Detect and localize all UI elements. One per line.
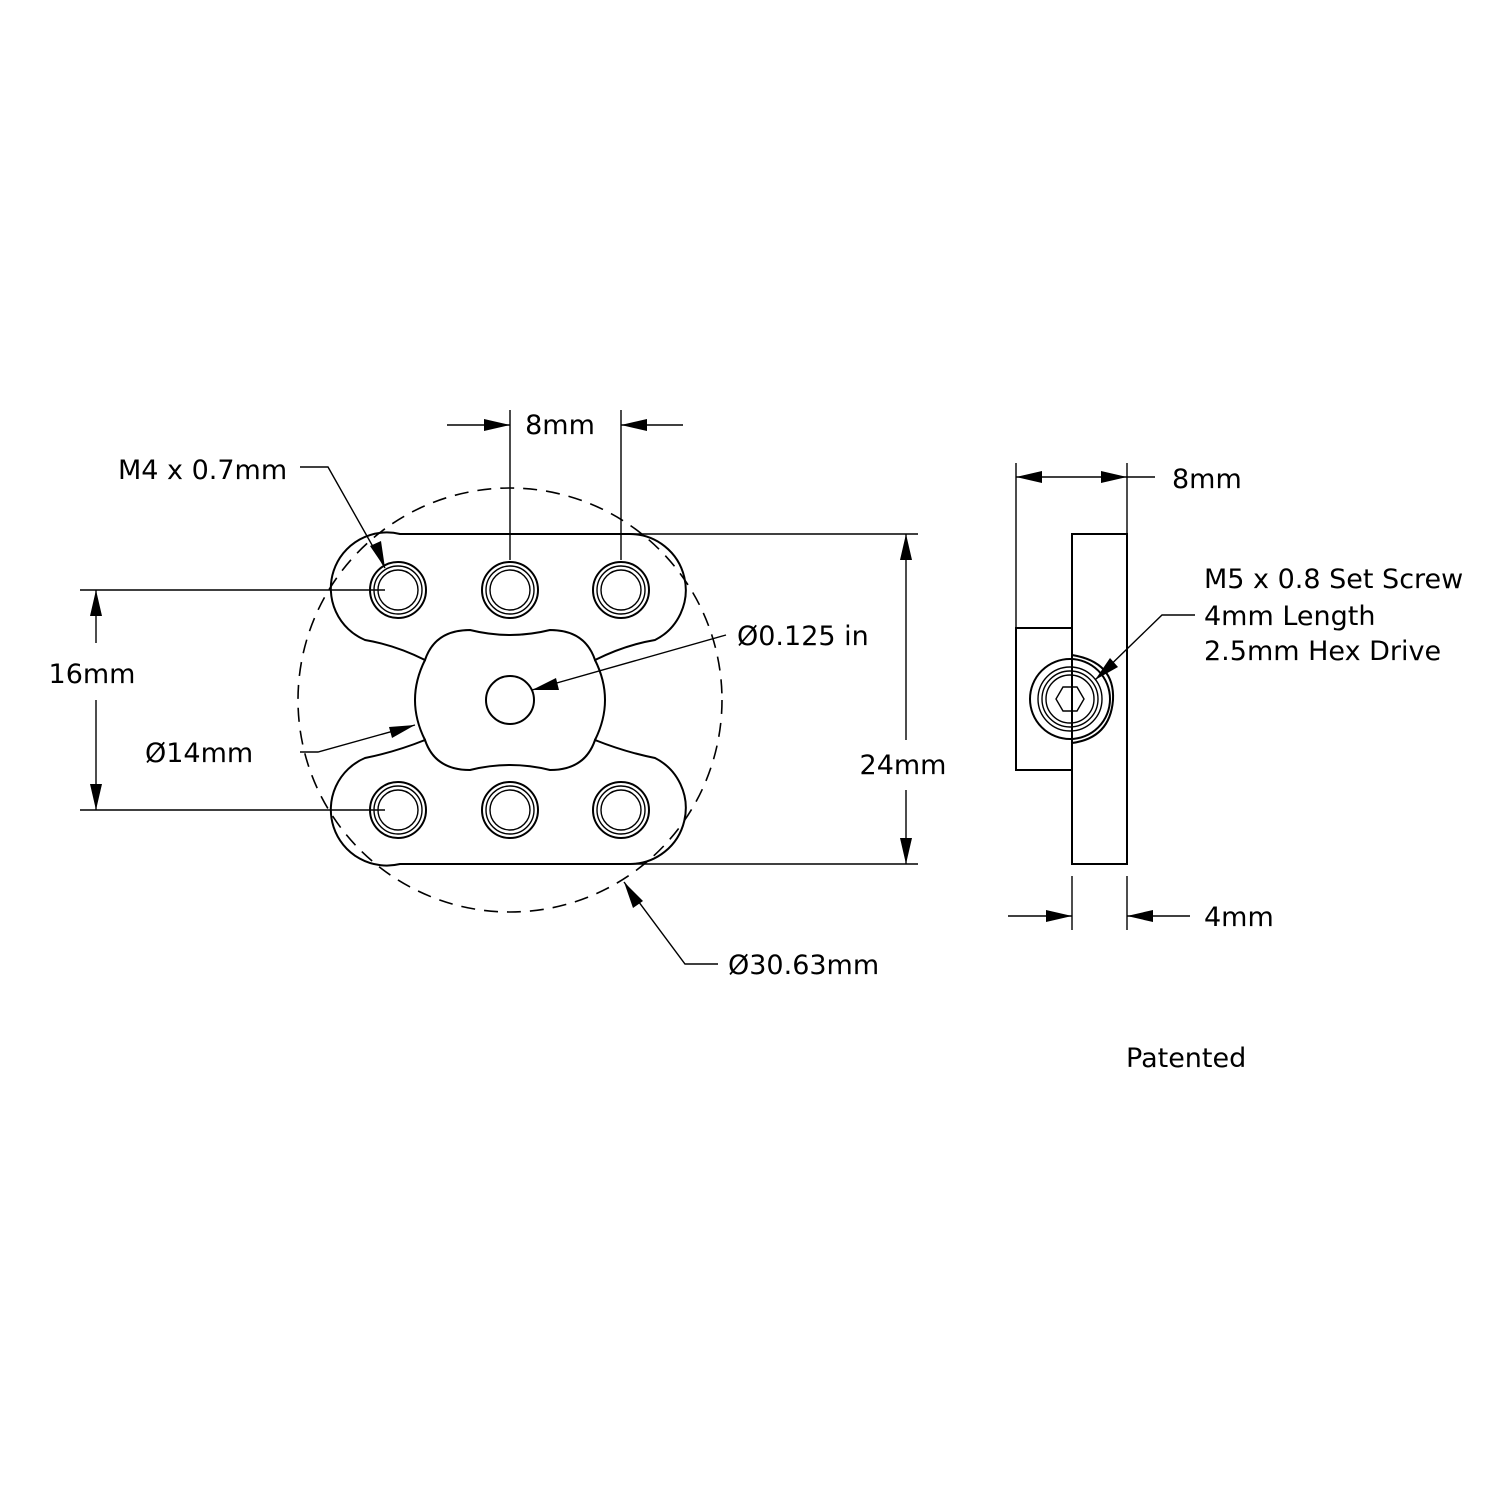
hub-diameter-label: Ø14mm: [145, 738, 253, 769]
set-screw-line-3: 2.5mm Hex Drive: [1204, 636, 1441, 667]
set-screw-callout: M5 x 0.8 Set Screw 4mm Length 2.5mm Hex …: [1094, 564, 1463, 681]
hole-spacing-label: 8mm: [525, 410, 595, 441]
threaded-hole: [592, 781, 650, 839]
outer-diameter-label: Ø30.63mm: [728, 950, 879, 981]
thread-callout: M4 x 0.7mm: [118, 455, 386, 569]
patent-note: Patented: [1126, 1043, 1246, 1074]
row-spacing-dimension: 16mm: [49, 589, 385, 811]
threaded-hole: [481, 781, 539, 839]
hub-diameter-callout: Ø14mm: [145, 724, 416, 769]
plate-outline-bottom: [329, 738, 687, 867]
center-hole-callout: Ø0.125 in: [531, 621, 869, 691]
plate-thickness-label: 4mm: [1204, 902, 1274, 933]
threaded-hole: [592, 561, 650, 619]
side-hub: [1015, 627, 1073, 771]
hole-spacing-dimension: 8mm: [447, 410, 683, 560]
overall-height-dimension: 24mm: [630, 533, 947, 865]
set-screw-line-1: M5 x 0.8 Set Screw: [1204, 564, 1463, 595]
center-hole-label: Ø0.125 in: [737, 621, 869, 652]
set-screw: [1029, 654, 1115, 744]
width-dimension: 8mm: [1015, 463, 1242, 628]
center-hole: [485, 675, 535, 725]
plate-outline-top: [329, 531, 687, 662]
thread-label: M4 x 0.7mm: [118, 455, 287, 486]
row-spacing-label: 16mm: [49, 659, 136, 690]
width-label: 8mm: [1172, 464, 1242, 495]
set-screw-line-2: 4mm Length: [1204, 601, 1376, 632]
plate-thickness-dimension: 4mm: [1008, 876, 1274, 933]
threaded-hole: [481, 561, 539, 619]
side-view: 8mm M5 x 0.8 Set Screw 4mm Length 2.5mm …: [1008, 463, 1463, 933]
outer-diameter-callout: Ø30.63mm: [623, 881, 879, 981]
hub-left-side: [414, 659, 426, 741]
side-plate: [1071, 533, 1128, 865]
overall-height-label: 24mm: [860, 750, 947, 781]
hub-right-side: [594, 659, 606, 741]
front-view: 8mm M4 x 0.7mm 16mm Ø0.125 in: [49, 410, 947, 981]
